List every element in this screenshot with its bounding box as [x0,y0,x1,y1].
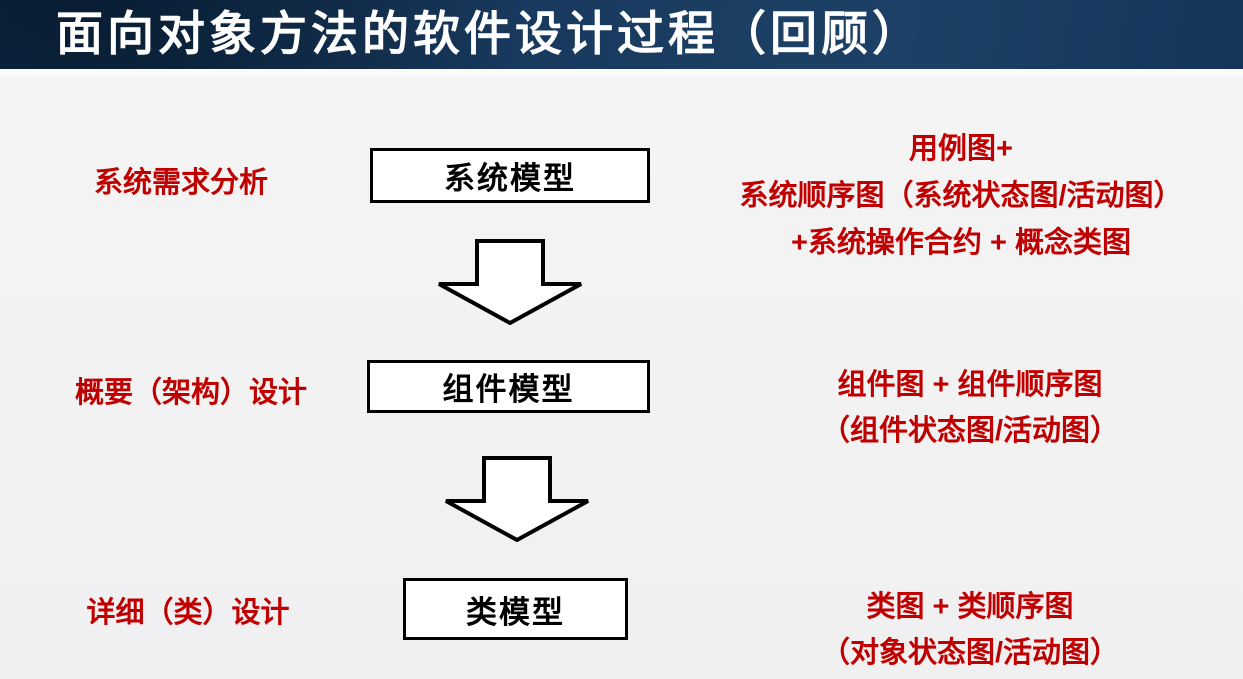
artifacts-system-model: 用例图+ 系统顺序图（系统状态图/活动图） +系统操作合约 + 概念类图 [681,126,1241,267]
artifacts-line: 系统顺序图（系统状态图/活动图） [739,180,1183,212]
artifacts-class-model: 类图 + 类顺序图 （对象状态图/活动图） [700,584,1240,676]
artifacts-line: 用例图+ [909,133,1013,165]
model-box-system: 系统模型 [370,148,650,203]
stage-label-architecture-design: 概要（架构）设计 [74,377,307,409]
artifacts-line: （对象状态图/活动图） [820,637,1120,669]
model-box-class: 类模型 [403,578,628,640]
down-arrow-icon [445,456,589,542]
artifacts-component-model: 组件图 + 组件顺序图 （组件状态图/活动图） [700,362,1240,454]
stage-label-class-design: 详细（类）设计 [86,597,290,629]
page-title: 面向对象方法的软件设计过程（回顾） [56,7,923,60]
title-bar [0,0,1243,76]
model-box-component: 组件模型 [367,360,650,413]
stage-label-requirements-analysis: 系统需求分析 [93,167,268,199]
artifacts-line: （组件状态图/活动图） [820,415,1120,447]
artifacts-line: 组件图 + 组件顺序图 [837,369,1103,401]
down-arrow-icon [438,239,582,325]
artifacts-line: +系统操作合约 + 概念类图 [791,227,1131,259]
artifacts-line: 类图 + 类顺序图 [866,591,1074,623]
